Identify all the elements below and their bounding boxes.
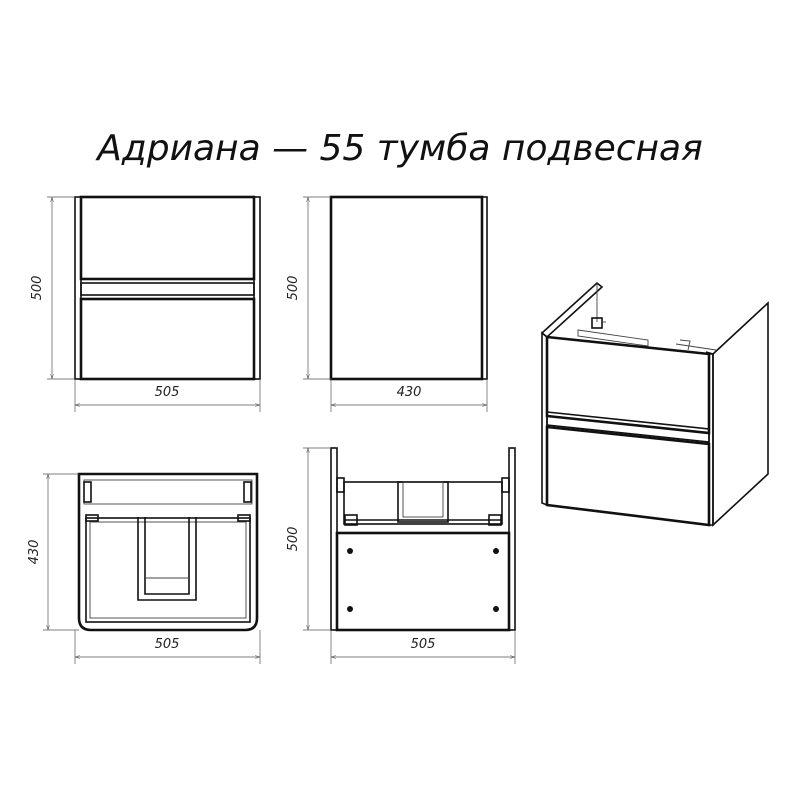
side-view: 500 430 bbox=[286, 195, 488, 412]
page-title: Адриана — 55 тумба подвесная bbox=[95, 128, 703, 169]
top-width-label: 505 bbox=[155, 637, 180, 652]
back-width-label: 505 bbox=[411, 637, 436, 652]
front-width-label: 505 bbox=[155, 385, 180, 400]
front-height-label: 500 bbox=[30, 276, 45, 301]
top-view: 430 505 bbox=[27, 472, 261, 664]
back-view: 500 505 bbox=[286, 447, 516, 664]
side-width-label: 430 bbox=[397, 385, 422, 400]
side-height-label: 500 bbox=[286, 276, 301, 301]
top-height-label: 430 bbox=[27, 540, 42, 565]
isometric-view bbox=[540, 281, 769, 527]
back-height-label: 500 bbox=[286, 527, 301, 552]
front-view: 500 505 bbox=[30, 195, 261, 412]
